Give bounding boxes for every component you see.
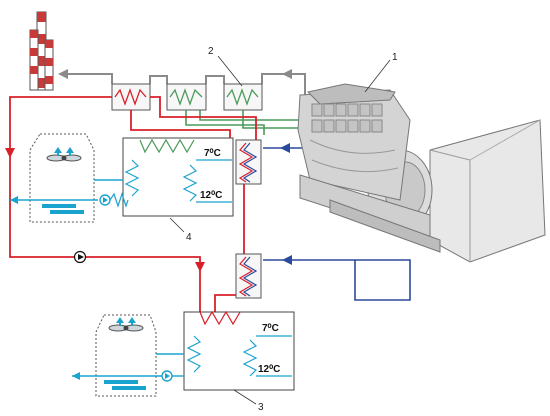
exhaust-gas-line <box>58 69 306 95</box>
cooling-tower-upper <box>10 133 129 223</box>
absorption-chiller-upper: 7⁰C 12⁰C <box>122 137 234 217</box>
temp-return-lower: 12⁰C <box>258 364 280 375</box>
pump-icon <box>99 194 111 206</box>
cooling-tower-lower <box>72 314 184 397</box>
heat-exchanger-icon <box>111 83 263 111</box>
fan-icon <box>108 324 144 332</box>
temp-supply-lower: 7⁰C <box>262 323 279 334</box>
absorption-chiller-lower: 7⁰C 12⁰C <box>183 310 295 391</box>
callout-2: 2 <box>208 46 214 57</box>
callout-leaders <box>169 55 391 405</box>
temp-supply-upper: 7⁰C <box>204 148 221 159</box>
engine-coolant-line <box>263 143 411 301</box>
jacket-heat-exchangers <box>235 139 262 299</box>
pump-icon <box>73 250 87 264</box>
chimney-icon <box>29 11 54 91</box>
engine-icon <box>297 83 546 263</box>
callout-4: 4 <box>186 232 192 243</box>
fan-icon <box>46 154 82 162</box>
temp-return-upper: 12⁰C <box>200 190 222 201</box>
pump-icon <box>161 370 173 382</box>
callout-1: 1 <box>392 52 398 63</box>
callout-3: 3 <box>258 402 264 413</box>
